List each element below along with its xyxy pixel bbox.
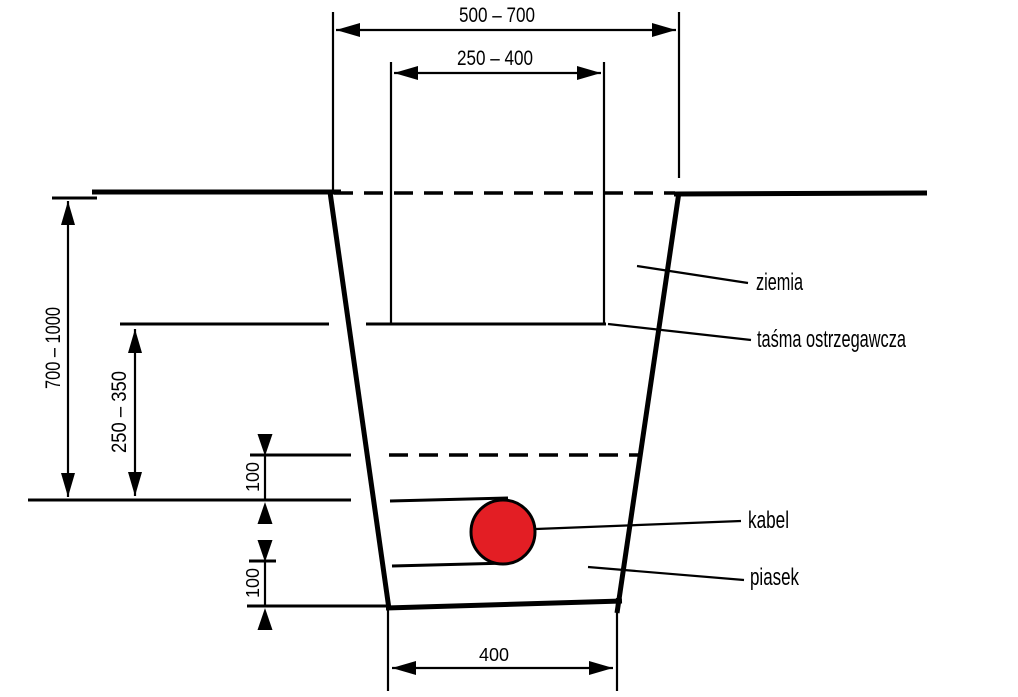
warning-tape-label: taśma ostrzegawcza [757, 326, 906, 353]
dim-sand-cover-label: 100 [243, 462, 263, 492]
dim-bottom-width: 400 [386, 598, 619, 691]
dim-total-depth: 700 – 1000 [42, 201, 75, 497]
dim-arrowhead [257, 502, 273, 524]
dim-top-width-label: 500 – 700 [459, 4, 535, 27]
trench-bottom [385, 598, 623, 611]
trench-wall-left [327, 191, 392, 610]
cable-label: kabel [748, 507, 789, 534]
trench-wall-right [614, 191, 682, 614]
reference-lines [28, 322, 638, 608]
soil-leader-line [636, 264, 749, 285]
cable-bottom-line [391, 561, 510, 568]
labels: ziemia taśma ostrzegawcza kabel piasek [535, 264, 906, 591]
dim-top-width: 500 – 700 [331, 4, 681, 190]
dim-tape-width-label: 250 – 400 [457, 47, 533, 70]
soil-label: ziemia [756, 269, 803, 296]
dim-sand-bed: 100 [243, 540, 273, 630]
dim-sand-bed-label: 100 [243, 568, 263, 598]
dim-arrowhead [257, 540, 273, 562]
dim-arrowhead [257, 608, 273, 630]
cable-top-line [389, 496, 509, 503]
sand-leader-line [587, 565, 745, 582]
ground-surface [52, 189, 928, 200]
cable-circle [469, 498, 537, 566]
warning-tape-leader-line [607, 322, 752, 342]
dim-tape-width: 250 – 400 [389, 47, 606, 323]
trench-outline [327, 191, 682, 614]
dim-bottom-width-label: 400 [479, 645, 509, 665]
dim-tape-depth-label: 250 – 350 [108, 371, 131, 453]
cable-leader-line [535, 519, 742, 531]
dim-arrowhead [257, 434, 273, 456]
ground-line-right [673, 190, 928, 197]
dim-tape-depth: 250 – 350 [108, 329, 142, 496]
dim-total-depth-label: 700 – 1000 [42, 307, 65, 389]
sand-label: piasek [750, 564, 800, 591]
dim-sand-cover: 100 [243, 434, 273, 524]
